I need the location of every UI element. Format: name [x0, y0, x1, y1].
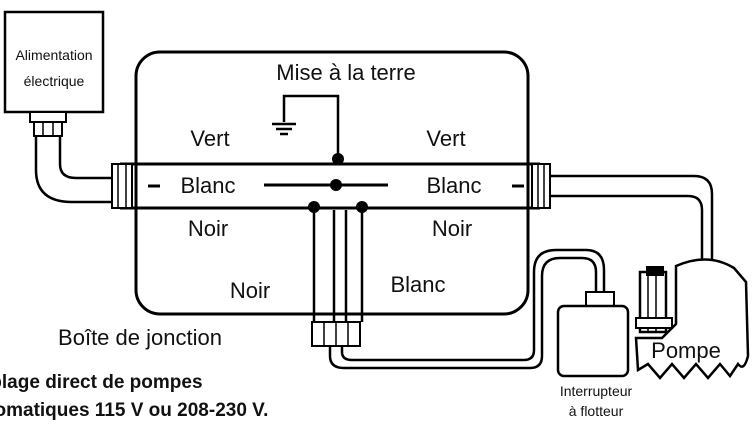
wire-label-blanc-left: Blanc: [180, 173, 235, 198]
wire-label-noir-bottom: Noir: [230, 278, 270, 303]
float-switch-cable: [328, 248, 606, 370]
caption-line2: automatiques 115 V ou 208-230 V.: [0, 400, 268, 421]
right-connector: [531, 163, 551, 209]
ground-label: Mise à la terre: [276, 60, 415, 85]
wire-label-blanc-bottom: Blanc: [390, 272, 445, 297]
wire-label-vert-left: Vert: [190, 126, 229, 151]
caption-line1: Câblage direct de pompes: [0, 372, 203, 393]
power-supply-box: Alimentation électrique: [3, 10, 105, 137]
ground-wire: [272, 94, 344, 165]
wire-label-noir-right: Noir: [432, 216, 472, 241]
float-switch: [556, 291, 630, 378]
pump: [634, 258, 750, 380]
supply-conduit: [34, 136, 120, 204]
black-wire-branches: [308, 201, 368, 322]
power-supply-label-line2: électrique: [24, 73, 85, 89]
power-supply-label-line1: Alimentation: [15, 47, 92, 63]
white-wire-splice: [264, 179, 388, 191]
wire-label-vert-right: Vert: [426, 126, 465, 151]
junction-box-label: Boîte de jonction: [58, 325, 222, 350]
wire-label-noir-left: Noir: [188, 216, 228, 241]
float-switch-label-line2: à flotteur: [569, 403, 624, 419]
cable-band: [120, 162, 540, 210]
pump-label: Pompe: [651, 338, 721, 363]
left-connector: [111, 163, 133, 209]
junction-box: [134, 50, 530, 316]
bottom-connector: [311, 321, 361, 347]
pump-cable: [550, 174, 714, 260]
float-switch-label-line1: Interrupteur: [560, 383, 633, 399]
wire-label-blanc-right: Blanc: [426, 173, 481, 198]
